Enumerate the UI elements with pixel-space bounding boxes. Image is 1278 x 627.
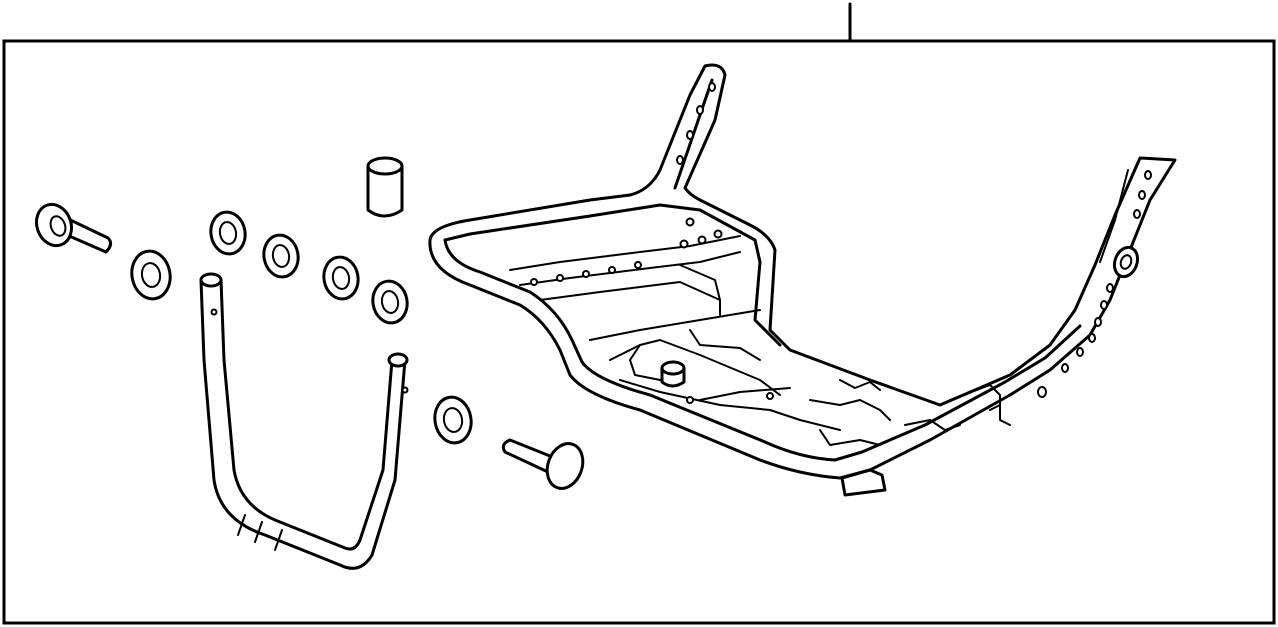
bolt-left bbox=[34, 202, 113, 254]
bolt-right bbox=[501, 438, 585, 490]
seat-frame bbox=[428, 63, 1177, 497]
u-shaped-tube bbox=[199, 272, 409, 570]
assembly-border bbox=[2, 39, 1276, 625]
bushing-sleeve bbox=[366, 156, 404, 218]
washer-6 bbox=[433, 395, 473, 445]
washer-4 bbox=[322, 255, 360, 301]
washer-2 bbox=[209, 210, 247, 256]
washer-1 bbox=[130, 249, 172, 301]
washer-5 bbox=[371, 279, 409, 325]
washer-3 bbox=[262, 233, 300, 279]
